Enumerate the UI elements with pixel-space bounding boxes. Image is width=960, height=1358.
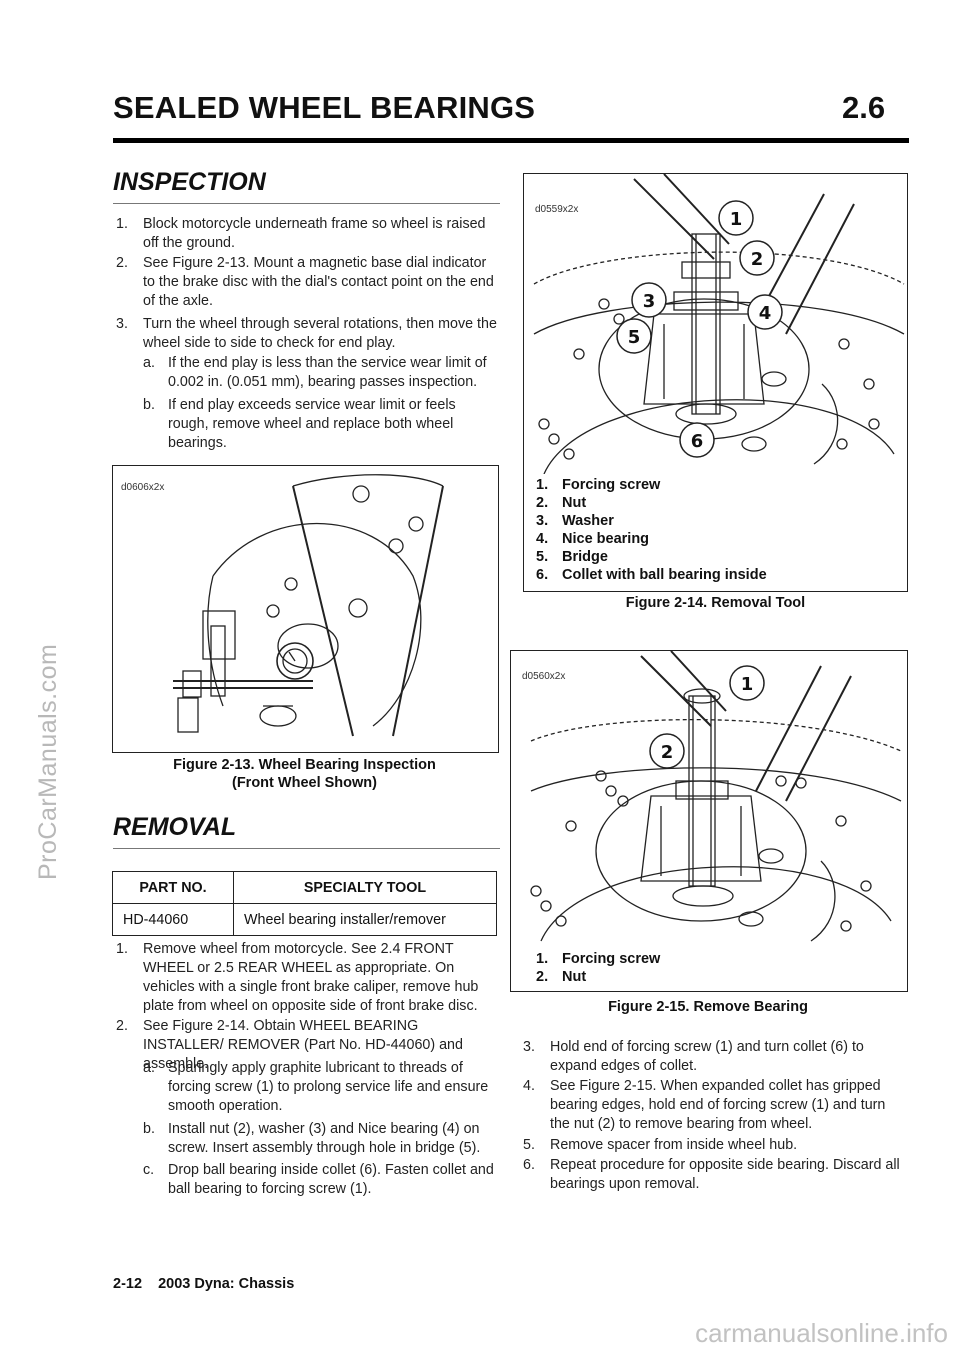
removal-heading: REMOVAL <box>113 813 237 841</box>
inspection-step-3: 3.Turn the wheel through several rotatio… <box>116 316 497 351</box>
legend-item: 3.Washer <box>536 513 614 529</box>
figure-2-15: d0560x2x 1 2 <box>510 650 908 992</box>
page-footer: 2-12 2003 Dyna: Chassis <box>113 1276 294 1292</box>
callout-1: 1 <box>730 209 743 230</box>
dial-indicator-illustration <box>173 474 444 737</box>
table-row: HD-44060 Wheel bearing installer/remover <box>112 903 497 936</box>
removal-tool-illustration: 1 2 3 4 5 6 <box>533 174 905 474</box>
figure-2-15-legend: 1.Forcing screw 2.Nut <box>536 950 836 986</box>
page-number: 2-12 <box>113 1276 143 1292</box>
figure-2-14-legend: 1.Forcing screw 2.Nut 3.Washer 4.Nice be… <box>536 476 896 584</box>
figure-code: d0560x2x <box>522 671 566 682</box>
inspection-step-1: 1.Block motorcycle underneath frame so w… <box>116 216 486 251</box>
cell-tool: Wheel bearing installer/remover <box>233 903 497 936</box>
removal-step-3: 3.Hold end of forcing screw (1) and turn… <box>523 1039 864 1074</box>
callout-4: 4 <box>759 303 772 324</box>
callout-3: 3 <box>643 291 656 312</box>
figure-2-13: d0606x2x <box>112 465 499 753</box>
inspection-heading: INSPECTION <box>113 168 266 196</box>
footer-watermark-url: carmanualsonline.info <box>695 1318 948 1348</box>
cell-part-no: HD-44060 <box>112 903 234 936</box>
removal-step-2: 2.See Figure 2-14. Obtain WHEEL BEARING … <box>116 1018 463 1072</box>
callout-6: 6 <box>691 431 704 452</box>
page-title: SEALED WHEEL BEARINGS <box>113 90 536 125</box>
removal-step-2b: b.Install nut (2), washer (3) and Nice b… <box>143 1121 481 1156</box>
callout-5: 5 <box>628 327 641 348</box>
removal-rule <box>113 848 500 849</box>
header-divider <box>113 138 909 143</box>
inspection-step-2: 2.See Figure 2-13. Mount a magnetic base… <box>116 255 494 309</box>
figure-code: d0606x2x <box>121 482 165 493</box>
callout-2: 2 <box>751 249 764 270</box>
table-header-row: PART NO. SPECIALTY TOOL <box>112 871 497 904</box>
section-number: 2.6 <box>842 90 886 125</box>
legend-item: 2.Nut <box>536 495 587 511</box>
col-header-specialty-tool: SPECIALTY TOOL <box>233 871 497 904</box>
remove-bearing-illustration: 1 2 <box>530 651 902 942</box>
figure-2-15-caption: Figure 2-15. Remove Bearing <box>608 999 808 1015</box>
legend-item: 1.Forcing screw <box>536 951 661 967</box>
specialty-tool-table: PART NO. SPECIALTY TOOL HD-44060 Wheel b… <box>112 871 497 936</box>
removal-step-4: 4.See Figure 2-15. When expanded collet … <box>523 1078 886 1132</box>
legend-item: 4.Nice bearing <box>536 531 650 547</box>
removal-step-2a: a.Sparingly apply graphite lubricant to … <box>143 1060 489 1114</box>
legend-item: 1.Forcing screw <box>536 477 661 493</box>
figure-code: d0559x2x <box>535 204 579 215</box>
figure-2-13-caption-line1: Figure 2-13. Wheel Bearing Inspection <box>173 757 436 773</box>
inspection-step-3a: a.If the end play is less than the servi… <box>143 355 487 390</box>
removal-step-1: 1.Remove wheel from motorcycle. See 2.4 … <box>116 941 479 1014</box>
legend-item: 5.Bridge <box>536 549 608 565</box>
side-watermark: ProCarManuals.com <box>34 643 62 880</box>
col-header-part-no: PART NO. <box>112 871 234 904</box>
legend-item: 2.Nut <box>536 969 587 985</box>
removal-step-6: 6.Repeat procedure for opposite side bea… <box>523 1157 900 1192</box>
callout-2: 2 <box>661 742 674 763</box>
legend-item: 6.Collet with ball bearing inside <box>536 567 767 583</box>
footer-title: 2003 Dyna: Chassis <box>158 1276 295 1292</box>
inspection-rule <box>113 203 500 204</box>
inspection-step-3b: b.If end play exceeds service wear limit… <box>143 397 456 451</box>
removal-step-2c: c.Drop ball bearing inside collet (6). F… <box>143 1162 494 1197</box>
figure-2-14: d0559x2x 1 2 <box>523 173 908 592</box>
removal-step-5: 5.Remove spacer from inside wheel hub. <box>523 1137 798 1153</box>
figure-2-14-caption: Figure 2-14. Removal Tool <box>625 595 806 611</box>
callout-1: 1 <box>741 674 754 695</box>
figure-2-13-caption-line2: (Front Wheel Shown) <box>232 775 377 791</box>
